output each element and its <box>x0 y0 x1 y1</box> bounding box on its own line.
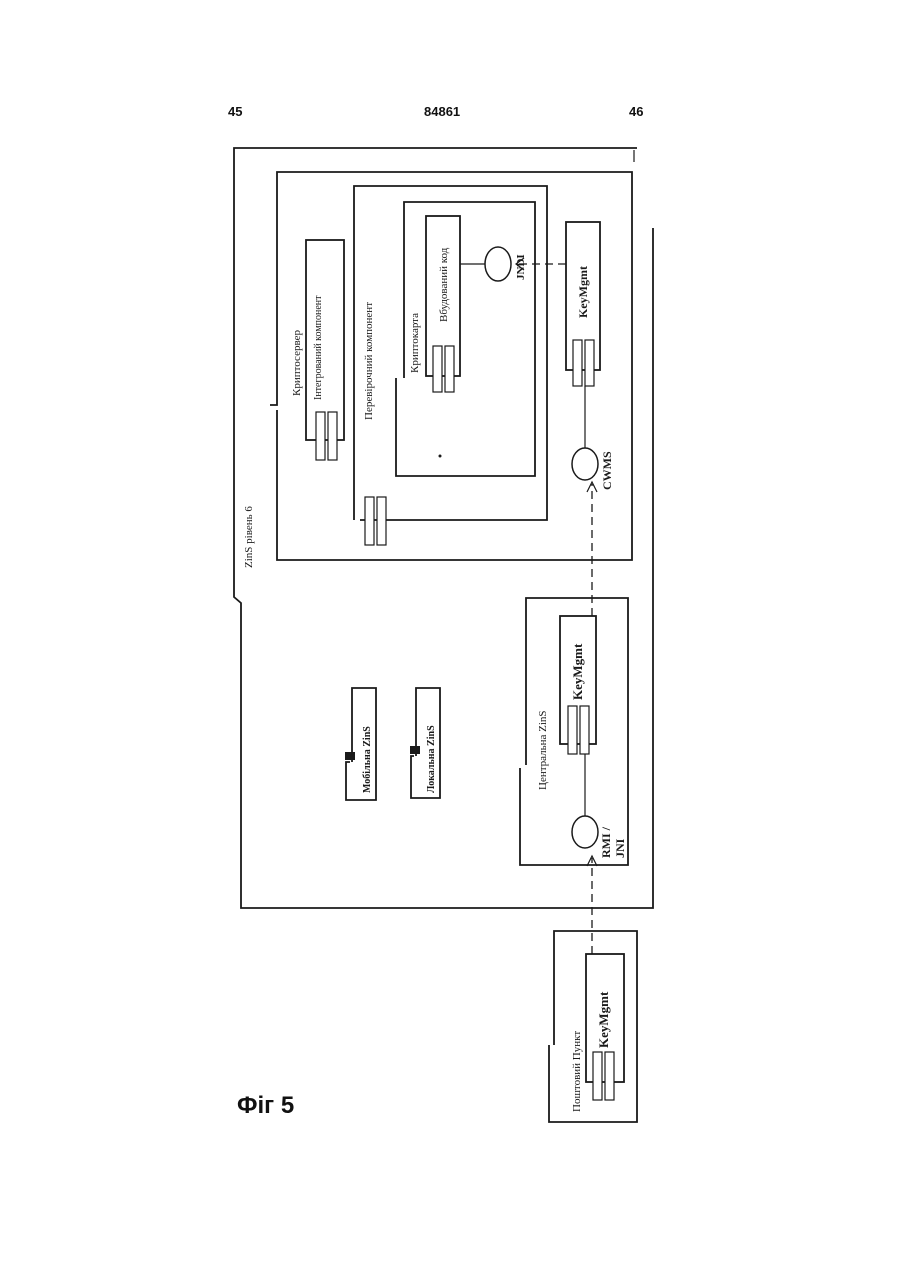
local-zins-label: Локальна ZinS <box>426 725 437 793</box>
cryptocard-label: Криптокарта <box>409 313 421 373</box>
keymgmt-post-label: KeyMgmt <box>596 991 611 1048</box>
mobile-zins-label: Мобільна ZinS <box>362 726 373 793</box>
cryptocard-box: Криптокарта <box>396 202 535 476</box>
rmi-jni-label-line1: RMI / <box>599 826 613 858</box>
port-icon <box>605 1052 614 1100</box>
cryptoserver-label: Криптосервер <box>291 330 303 396</box>
post-office-box: Поштовий Пункт KeyMgmt <box>549 931 637 1122</box>
zins-level6-label: ZinS рівень 6 <box>243 506 255 568</box>
port-icon <box>573 340 582 386</box>
embedded-code-label: Вбудований код <box>438 247 450 322</box>
rmi-jni-label-line2: JNI <box>613 838 627 858</box>
mobile-zins: Мобільна ZinS <box>345 688 376 800</box>
cwms-interface: CWMS <box>572 386 614 490</box>
embedded-code: Вбудований код <box>426 216 460 392</box>
rmi-jni-lollipop-icon <box>572 816 598 848</box>
port-icon <box>593 1052 602 1100</box>
port-icon <box>328 412 337 460</box>
post-office-label: Поштовий Пункт <box>571 1031 583 1112</box>
port-icon <box>377 497 386 545</box>
central-zins-label: Центральна ZinS <box>537 710 549 790</box>
local-zins: Локальна ZinS <box>410 688 440 798</box>
jndi-lollipop-icon <box>485 247 511 281</box>
port-icon <box>365 497 374 545</box>
keymgmt-central-label: KeyMgmt <box>570 643 585 700</box>
cwms-label: CWMS <box>600 451 614 490</box>
integrated-component-label: Інтегрований компонент <box>313 295 324 400</box>
figure-caption: Фіг 5 <box>237 1092 294 1120</box>
port-icon <box>580 706 589 754</box>
central-zins-box: Центральна ZinS KeyMgmt RMI / JNI <box>520 598 628 865</box>
port-icon <box>568 706 577 754</box>
port-icon <box>316 412 325 460</box>
verifying-component-label: Перевірочний компонент <box>363 302 375 420</box>
port-icon <box>445 346 454 392</box>
port-icon <box>585 340 594 386</box>
integrated-component: Інтегрований компонент <box>306 240 344 460</box>
keymgmt-cryptoserver: KeyMgmt <box>516 222 600 386</box>
cwms-lollipop-icon <box>572 448 598 480</box>
port-icon <box>433 346 442 392</box>
keymgmt-cryptoserver-label: KeyMgmt <box>576 266 590 318</box>
